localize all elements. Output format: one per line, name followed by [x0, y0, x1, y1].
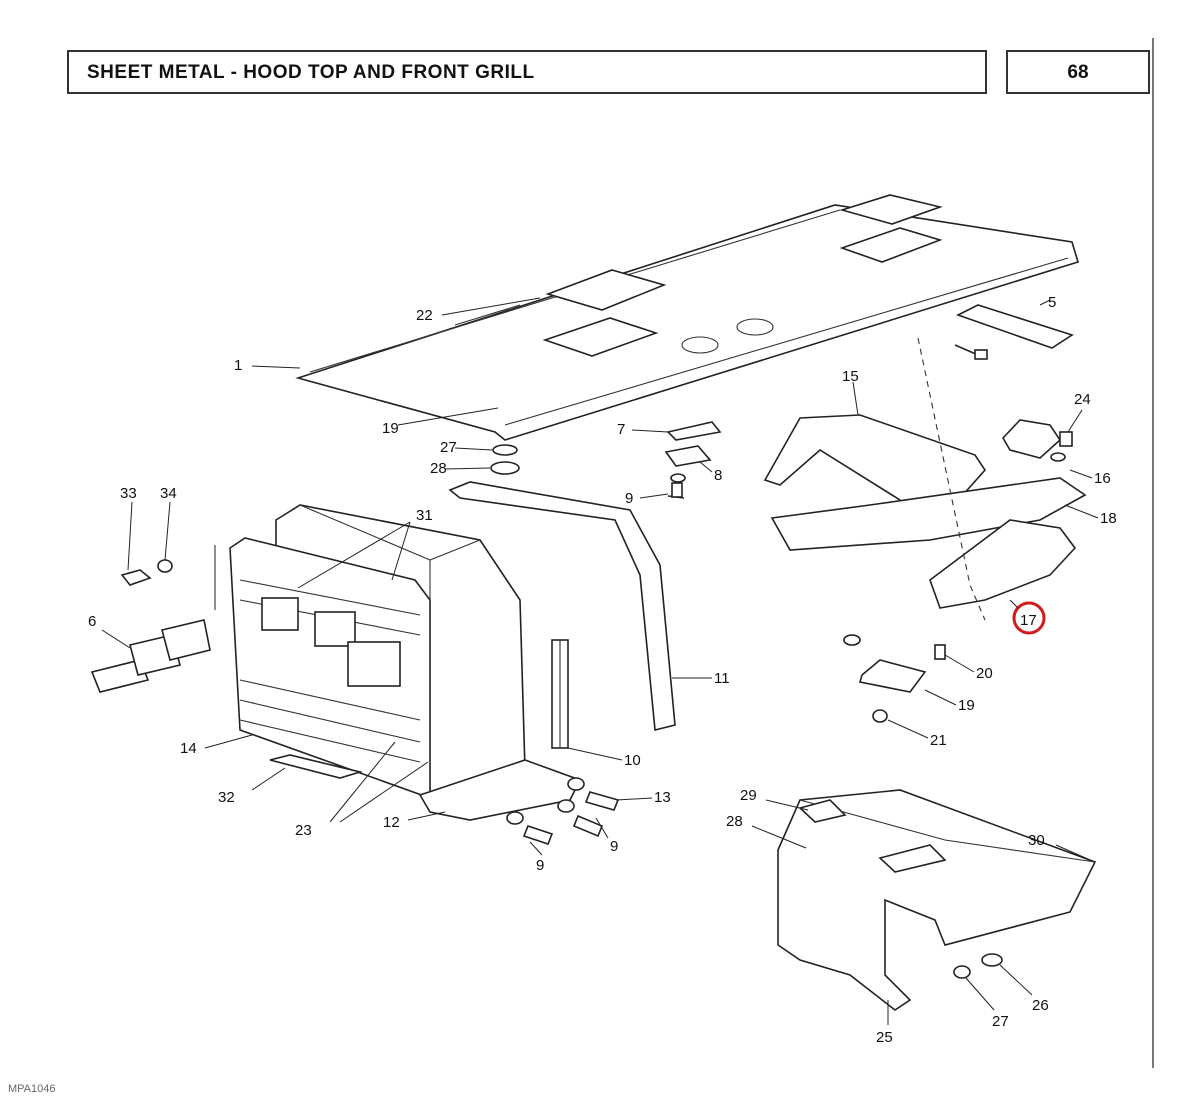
callout-label: 8 — [714, 467, 722, 484]
callout-label: 30 — [1028, 832, 1045, 849]
diagram-title-box: SHEET METAL - HOOD TOP AND FRONT GRILL — [67, 50, 987, 94]
callout-label: 1 — [234, 357, 242, 374]
callout-label: 10 — [624, 752, 641, 769]
callout-labels: 1 19 27 28 5 6 7 8 9 9 9 10 11 12 13 14 — [88, 294, 1117, 1046]
part-32-strip — [269, 754, 364, 779]
callout-label: 27 — [992, 1013, 1009, 1030]
highlight-circle-part-17 — [1012, 601, 1046, 635]
callout-label: 23 — [295, 822, 312, 839]
callout-label: 26 — [1032, 997, 1049, 1014]
figure-code: MPA1046 — [8, 1083, 56, 1095]
callout-label: 16 — [1094, 470, 1111, 487]
callout-label: 13 — [654, 789, 671, 806]
part-8-bracket — [664, 445, 712, 467]
callout-label: 9 — [625, 490, 633, 507]
part-16-cap — [1002, 419, 1062, 459]
callout-label: 27 — [440, 439, 457, 456]
callout-label: 19 — [958, 697, 975, 714]
callout-label: 29 — [740, 787, 757, 804]
callout-label: 9 — [610, 838, 618, 855]
part-13-bolt — [567, 777, 620, 811]
callout-label: 18 — [1100, 510, 1117, 527]
part-18-bumper-panel — [770, 477, 1087, 551]
callout-label: 28 — [726, 813, 743, 830]
callout-label: 12 — [383, 814, 400, 831]
callout-label: 15 — [842, 368, 859, 385]
callout-label: 14 — [180, 740, 197, 757]
diagram-title: SHEET METAL - HOOD TOP AND FRONT GRILL — [87, 62, 535, 83]
part-9-bolt-upper — [667, 473, 686, 499]
callout-label: 20 — [976, 665, 993, 682]
part-6-plates — [90, 619, 211, 693]
callout-label: 25 — [876, 1029, 893, 1046]
callout-label: 33 — [120, 485, 137, 502]
page-border-line — [1152, 38, 1154, 1068]
callout-label: 24 — [1074, 391, 1091, 408]
callout-label: 17 — [1020, 612, 1037, 629]
part-20-bolt — [934, 644, 946, 660]
part-10-hinge — [551, 639, 569, 749]
callout-label: 31 — [416, 507, 433, 524]
callout-label: 11 — [714, 670, 730, 687]
part-33-bolt — [120, 569, 152, 586]
callout-label: 9 — [536, 857, 544, 874]
part-9-bolt-middle — [557, 799, 604, 838]
callout-label: 7 — [617, 421, 625, 438]
part-14-front-grill — [229, 537, 431, 800]
part-34-nut — [157, 559, 173, 573]
part-9-bolt-lower — [506, 811, 554, 845]
part-17-grille-panel — [929, 519, 1077, 609]
hood-top-panel — [295, 194, 1079, 441]
washer-near-19 — [843, 634, 861, 646]
part-3-4-washers — [490, 444, 520, 475]
page-number: 68 — [1067, 62, 1089, 83]
callout-label: 21 — [930, 732, 947, 749]
page-number-box: 68 — [1006, 50, 1150, 94]
callout-label: 34 — [160, 485, 177, 502]
part-26-27-washers — [953, 953, 1003, 979]
callout-label: 5 — [1048, 294, 1056, 311]
part-5-strip — [955, 304, 1074, 349]
callout-label: 19 — [382, 420, 399, 437]
callout-label: 32 — [218, 789, 235, 806]
bolt-near-15 — [954, 344, 988, 360]
callout-label: 6 — [88, 613, 96, 630]
callout-label: 28 — [430, 460, 447, 477]
part-24-bolt — [1050, 431, 1073, 462]
part-7-clip — [666, 421, 722, 441]
part-25-30-mounting-bracket — [777, 789, 1097, 1011]
part-21-nut — [872, 709, 888, 723]
part-11-side-frame — [448, 481, 676, 732]
callout-label: 22 — [416, 307, 433, 324]
part-19-bracket — [858, 659, 927, 693]
